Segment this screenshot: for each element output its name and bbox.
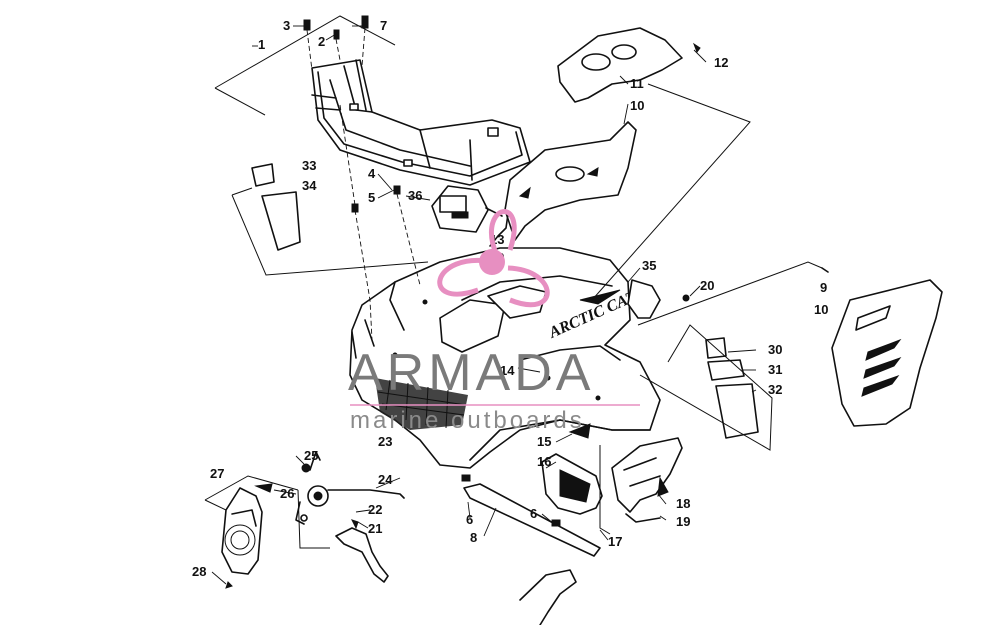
callout-16: 16: [537, 454, 551, 469]
leader-lines: [211, 25, 757, 585]
rack-bracket-lines: [214, 15, 396, 116]
watermark-tagline: marine outboards: [350, 407, 585, 434]
callout-22: 22: [368, 502, 382, 517]
decal-32: [715, 383, 759, 439]
watermark-logo-dot: [479, 249, 505, 275]
callout-14: 14: [500, 363, 515, 378]
callout-18: 18: [676, 496, 690, 511]
side-panel-right: [821, 267, 943, 427]
decal-33: [251, 163, 275, 187]
callout-2: 2: [318, 34, 325, 49]
callout-17: 17: [608, 534, 622, 549]
callout-19: 19: [676, 514, 690, 529]
armada-watermark: ARMADA marine outboards: [348, 209, 640, 434]
callout-23: 23: [378, 434, 392, 449]
fastener-4-5: [339, 104, 421, 341]
watermark-logo-icon: [437, 209, 550, 308]
callout-1: 1: [258, 37, 265, 52]
speedometer-gauge: [431, 185, 503, 233]
decal-31: [707, 359, 745, 381]
callout-31: 31: [768, 362, 782, 377]
decal-34: [261, 191, 301, 251]
front-fender: ARCTIC CAT: [349, 247, 661, 469]
callout-36: 36: [408, 188, 422, 203]
splash-guard: [541, 423, 603, 515]
console-cover: [557, 27, 701, 103]
callout-12: 12: [714, 55, 728, 70]
headlight-assembly: [221, 487, 263, 589]
callout-10b: 10: [814, 302, 828, 317]
callout-9: 9: [820, 280, 827, 295]
side-panel-upper: [504, 121, 637, 241]
rack-bolts: [303, 15, 369, 71]
callout-28: 28: [192, 564, 206, 579]
callout-11: 11: [630, 76, 644, 91]
tire-fragment: [519, 569, 577, 625]
callout-27: 27: [210, 466, 224, 481]
callout-10a: 10: [630, 98, 644, 113]
callout-3: 3: [283, 18, 290, 33]
horn-and-cable: [254, 451, 405, 525]
lower-strap: [461, 474, 601, 557]
callout-25: 25: [304, 448, 318, 463]
bracket-35: [627, 279, 690, 319]
callout-32: 32: [768, 382, 782, 397]
callout-33: 33: [302, 158, 316, 173]
callout-6b: 6: [530, 506, 537, 521]
front-grille: [375, 378, 468, 430]
callout-8: 8: [470, 530, 477, 545]
callout-26: 26: [280, 486, 294, 501]
headlight-bracket: [335, 519, 389, 583]
callout-15: 15: [537, 434, 551, 449]
callout-21: 21: [368, 521, 382, 536]
callout-34: 34: [302, 178, 317, 193]
inner-fender: [611, 437, 683, 523]
callout-7: 7: [380, 18, 387, 33]
callout-20: 20: [700, 278, 714, 293]
callout-24: 24: [378, 472, 393, 487]
front-rack: [311, 59, 531, 186]
callout-6a: 6: [466, 512, 473, 527]
callout-5: 5: [368, 190, 375, 205]
watermark-brand: ARMADA: [348, 344, 594, 402]
callout-labels: 1 2 3 4 5 6 6 7 8 9 10 10 11 12 13 14 15…: [192, 18, 828, 579]
callout-30: 30: [768, 342, 782, 357]
callout-4: 4: [368, 166, 376, 181]
callout-35: 35: [642, 258, 656, 273]
